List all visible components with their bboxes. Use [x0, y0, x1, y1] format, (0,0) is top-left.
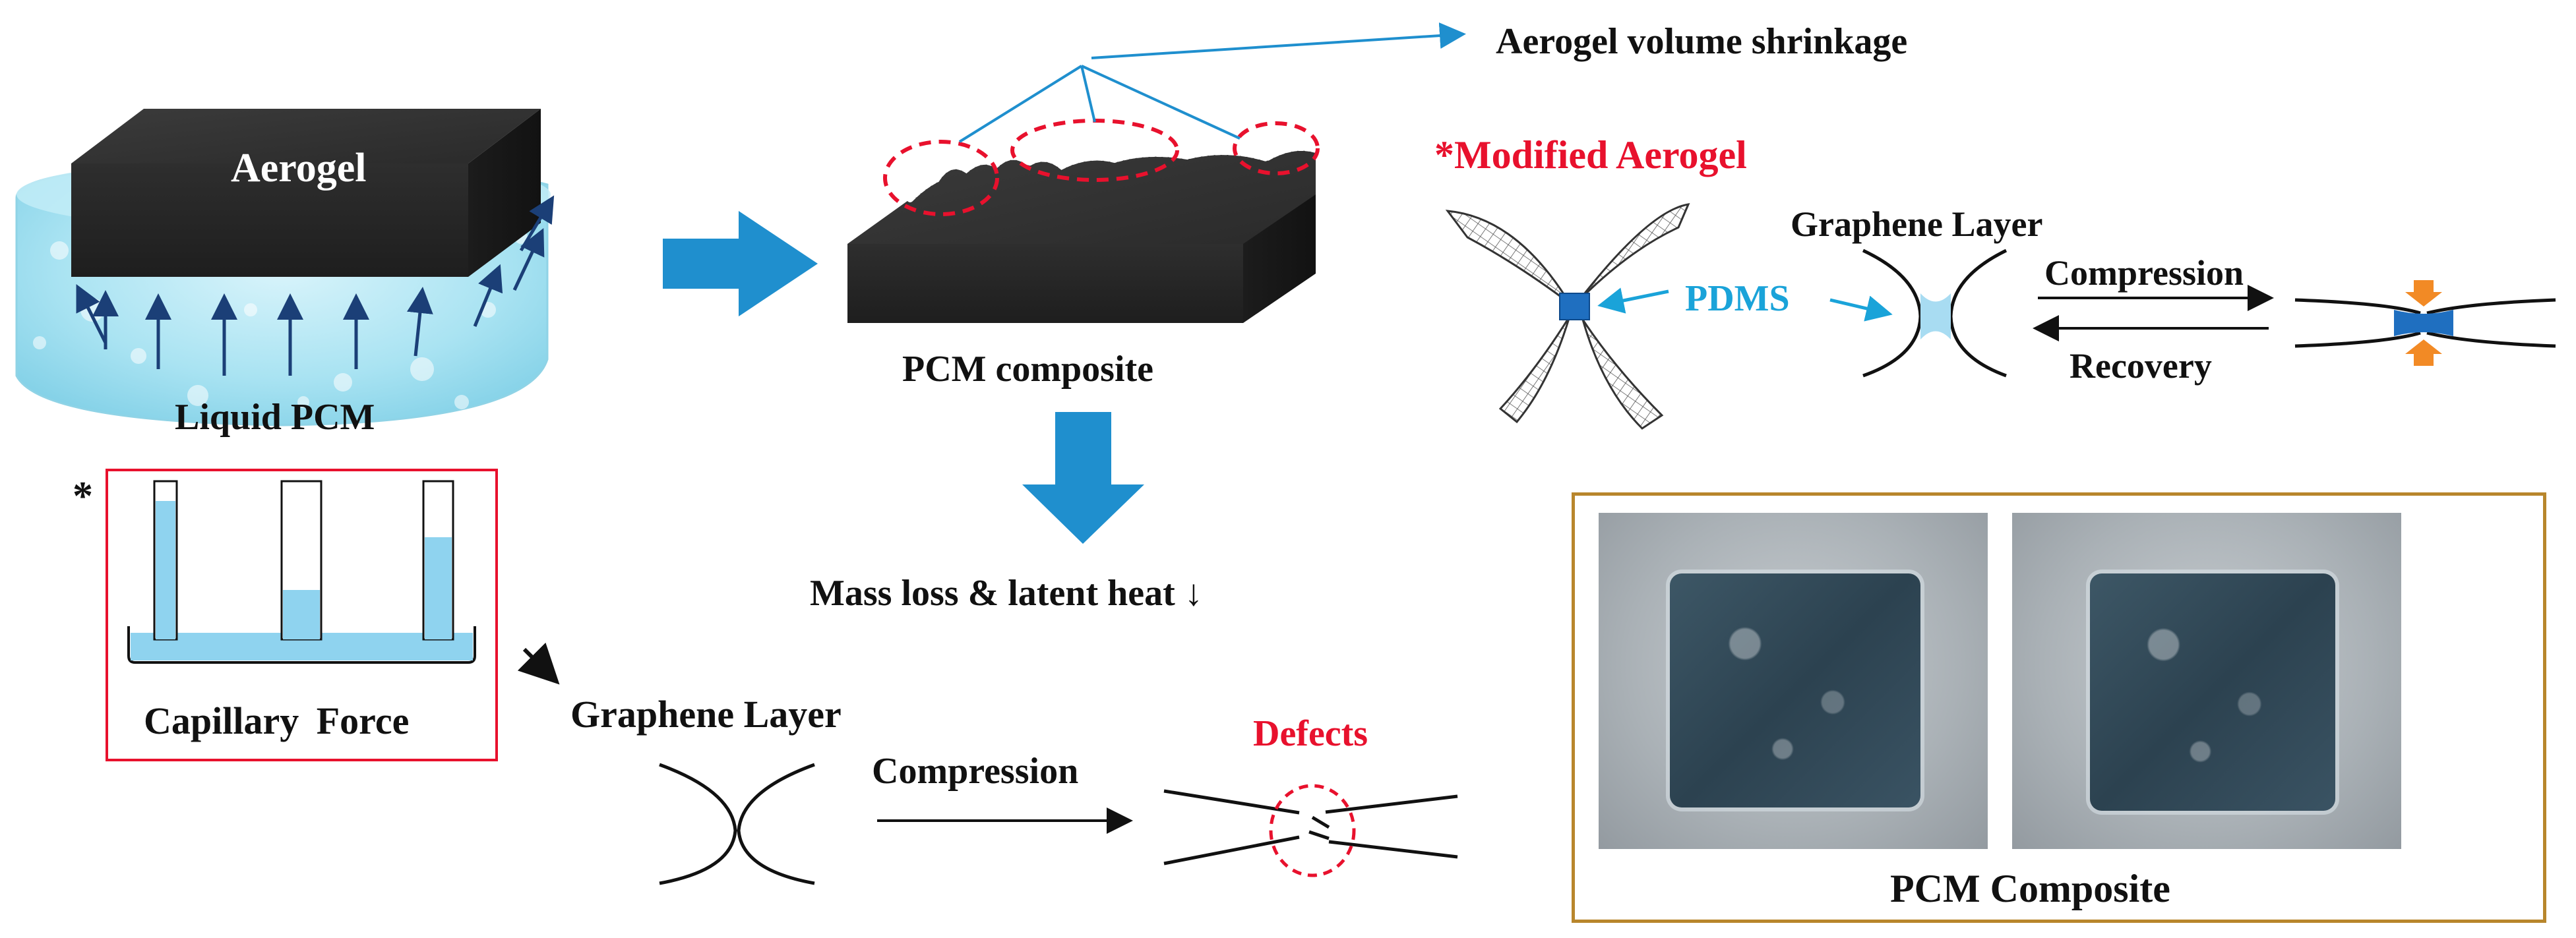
pcm-composite-photo-caption: PCM Composite [1890, 867, 2170, 910]
mass-loss-label: Mass loss & latent heat ↓ [810, 573, 1203, 614]
right-arrow-icon [663, 211, 818, 316]
down-arrow-icon [1022, 412, 1144, 544]
compressed-graphene-layer [2294, 298, 2556, 348]
graphene-layer-top-label: Graphene Layer [1791, 204, 2043, 244]
liquid-pcm-label: Liquid PCM [175, 397, 375, 438]
aerogel-shrinkage-label: Aerogel volume shrinkage [1496, 21, 1908, 62]
graphene-layer-bottom-label: Graphene Layer [570, 693, 842, 736]
compression-bottom-label: Compression [872, 751, 1079, 792]
defect-highlight-circle [1269, 784, 1356, 877]
capillary-to-graphene-arrow [517, 642, 560, 685]
aerogel-block [71, 109, 541, 277]
modified-aerogel-label: *Modified Aerogel [1434, 133, 1747, 177]
defects-label: Defects [1253, 713, 1368, 754]
pcm-composite-block [847, 144, 1319, 323]
pdms-pointer-arrows [1597, 287, 1893, 322]
pcm-composite-label: PCM composite [902, 349, 1154, 390]
modified-aerogel-mesh [1445, 203, 1690, 430]
pcm-composite-photo-left [1599, 513, 1988, 849]
defective-graphene-layer [1163, 789, 1458, 865]
pcm-composite-photo-right [2012, 513, 2401, 849]
asterisk-label: * [73, 474, 93, 519]
compression-recovery-arrows [2033, 285, 2274, 341]
pdms-label: PDMS [1685, 278, 1790, 319]
graphene-layer-pdms-contact [1862, 249, 2008, 378]
pcm-composite-sample-left [1670, 573, 1920, 807]
pcm-composite-sample-right [2090, 573, 2335, 811]
orange-arrow-icon [2405, 280, 2442, 366]
compression-top-label: Compression [2044, 253, 2244, 293]
recovery-label: Recovery [2070, 346, 2212, 386]
capillary-force-label: Capillary Force [144, 699, 410, 742]
aerogel-label: Aerogel [231, 146, 367, 191]
capillary-rise-arrows [76, 195, 555, 376]
graphene-layer-open [659, 763, 815, 885]
capillary-tube-icon [127, 480, 476, 664]
pcm-composite-photo-frame: PCM Composite [1572, 492, 2546, 923]
shrinkage-callout-lines [958, 22, 1466, 143]
